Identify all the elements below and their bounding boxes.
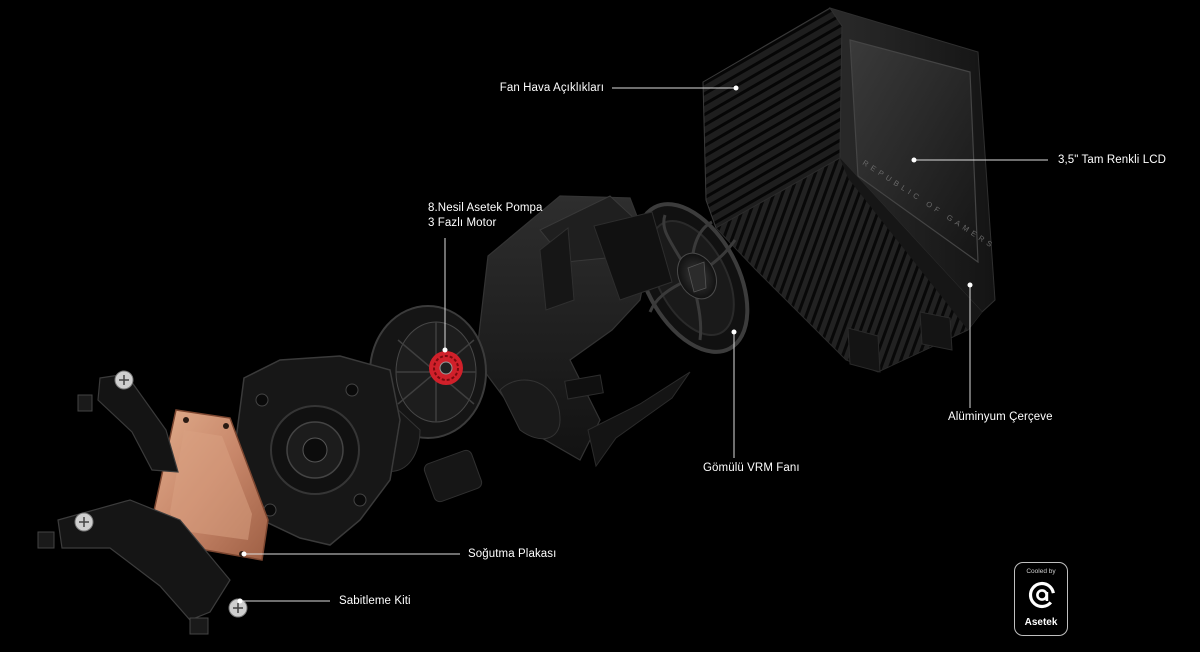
badge-cooled-by-text: Cooled by bbox=[1026, 568, 1056, 575]
label-lcd: 3,5" Tam Renkli LCD bbox=[1058, 154, 1167, 166]
label-aluminum-frame: Alüminyum Çerçeve bbox=[948, 411, 1053, 423]
label-fan-vents: Fan Hava Açıklıkları bbox=[499, 82, 604, 94]
lcd-cover-cube: REPUBLIC OF GAMERS bbox=[702, 7, 997, 373]
vrm-fan bbox=[634, 202, 750, 354]
asetek-logo-icon bbox=[1028, 581, 1056, 609]
label-cold-plate: Soğutma Plakası bbox=[468, 548, 557, 560]
upper-bracket bbox=[77, 370, 179, 473]
label-mounting-kit: Sabitleme Kiti bbox=[339, 595, 411, 607]
badge-brand-text: Asetek bbox=[1024, 617, 1058, 628]
label-vrm-fan: Gömülü VRM Fanı bbox=[703, 462, 800, 474]
lower-bracket bbox=[37, 499, 248, 635]
pump-base bbox=[231, 355, 401, 546]
callout-lines bbox=[237, 85, 1048, 604]
label-pump-line2: 3 Fazlı Motor bbox=[428, 217, 497, 229]
cooled-by-asetek-badge: Cooled by Asetek bbox=[1014, 562, 1068, 636]
label-pump-line1: 8.Nesil Asetek Pompa bbox=[428, 202, 543, 214]
mounting-kit bbox=[37, 370, 248, 635]
pump-housing bbox=[475, 195, 691, 468]
